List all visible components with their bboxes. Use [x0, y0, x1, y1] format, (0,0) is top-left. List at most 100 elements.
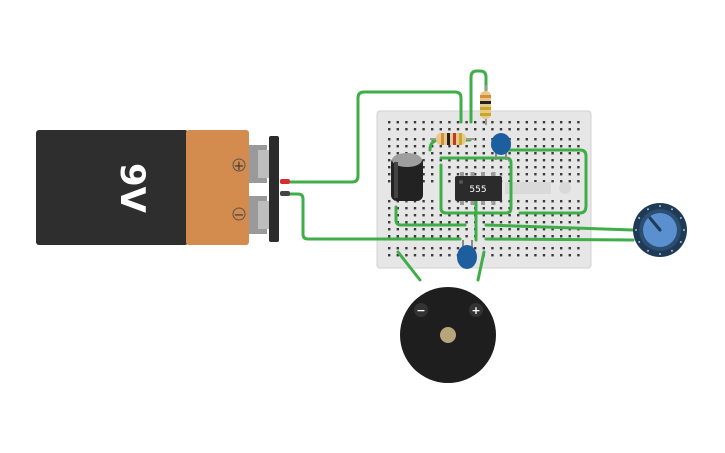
- electrolytic-capacitor[interactable]: [391, 153, 423, 201]
- breadboard-hole: [474, 145, 477, 148]
- wire-pot-bottom[interactable]: [484, 237, 635, 242]
- breadboard-hole: [542, 138, 546, 141]
- potentiometer-tick: [635, 229, 637, 231]
- breadboard-hole: [499, 228, 503, 231]
- potentiometer-tick: [679, 241, 682, 243]
- breadboard-hole: [551, 128, 554, 131]
- breadboard-hole: [577, 128, 580, 131]
- breadboard-hole: [542, 166, 546, 169]
- breadboard-hole: [448, 207, 451, 210]
- breadboard-hole: [422, 228, 425, 231]
- breadboard-hole: [396, 138, 399, 141]
- breadboard-hole: [499, 221, 503, 224]
- breadboard-hole: [577, 221, 580, 224]
- breadboard-hole: [508, 221, 511, 224]
- breadboard-hole: [422, 138, 425, 141]
- breadboard-hole: [413, 228, 417, 231]
- breadboard-hole: [456, 121, 460, 124]
- breadboard-hole: [517, 228, 520, 231]
- breadboard-hole: [542, 214, 546, 217]
- breadboard-hole: [577, 235, 580, 238]
- breadboard-hole: [491, 159, 494, 162]
- breadboard-hole: [465, 145, 468, 148]
- battery-clip[interactable]: [269, 136, 279, 242]
- wire-resistor-top-loop[interactable]: [469, 69, 488, 124]
- wire-ic-right-loop[interactable]: [498, 148, 588, 215]
- breadboard-hole: [525, 166, 528, 169]
- breadboard-hole: [517, 159, 520, 162]
- breadboard-hole: [568, 214, 571, 217]
- potentiometer-tick: [647, 208, 649, 211]
- wire-battery-positive[interactable]: [286, 90, 463, 184]
- breadboard-hole: [474, 166, 477, 169]
- breadboard-hole: [465, 173, 468, 176]
- breadboard-hole: [560, 247, 563, 250]
- resistor-horizontal[interactable]: [430, 133, 475, 145]
- wire-buzzer-minus[interactable]: [396, 250, 422, 282]
- wire-buzzer-plus[interactable]: [476, 250, 486, 282]
- battery-plus-label: +: [234, 159, 245, 174]
- breadboard-hole: [491, 207, 494, 210]
- breadboard-hole: [577, 180, 580, 183]
- breadboard-hole: [396, 145, 399, 148]
- breadboard-hole: [465, 214, 468, 217]
- breadboard-hole: [542, 121, 546, 124]
- breadboard-hole: [388, 254, 391, 257]
- breadboard-hole: [499, 159, 503, 162]
- breadboard-hole: [534, 145, 537, 148]
- breadboard-hole: [542, 159, 546, 162]
- ic-555[interactable]: 555: [455, 172, 502, 205]
- breadboard-hole: [525, 254, 528, 257]
- resistor-vertical[interactable]: [480, 85, 491, 125]
- ceramic-capacitor-bottom[interactable]: [457, 240, 477, 269]
- breadboard-hole: [465, 128, 468, 131]
- breadboard-hole: [499, 166, 503, 169]
- piezo-buzzer[interactable]: − +: [400, 287, 496, 383]
- wire-pot-top[interactable]: [484, 223, 635, 232]
- breadboard-hole: [422, 173, 425, 176]
- wire-battery-negative[interactable]: [286, 192, 462, 241]
- breadboard-hole: [465, 207, 468, 210]
- breadboard-hole: [551, 228, 554, 231]
- potentiometer[interactable]: [633, 203, 687, 257]
- breadboard-hole: [551, 166, 554, 169]
- breadboard-hole: [431, 214, 434, 217]
- breadboard-hole: [560, 121, 563, 124]
- breadboard-hole: [482, 207, 485, 210]
- breadboard-hole: [448, 128, 451, 131]
- breadboard-hole: [525, 228, 528, 231]
- breadboard-hole: [491, 228, 494, 231]
- breadboard-hole: [577, 121, 580, 124]
- ic-pins: [460, 172, 496, 205]
- breadboard-hole: [517, 166, 520, 169]
- breadboard-hole: [388, 152, 391, 155]
- breadboard-hole: [465, 121, 468, 124]
- breadboard-hole: [431, 180, 434, 183]
- breadboard-hole: [456, 235, 460, 238]
- potentiometer-tick: [638, 217, 641, 219]
- breadboard-hole: [456, 159, 460, 162]
- breadboard-hole: [431, 128, 434, 131]
- breadboard-hole: [568, 166, 571, 169]
- breadboard-hole: [388, 128, 391, 131]
- battery-9v[interactable]: 9V + −: [36, 130, 290, 245]
- breadboard-hole: [431, 166, 434, 169]
- ic-pin: [481, 172, 485, 176]
- ceramic-capacitor-top[interactable]: [491, 133, 511, 160]
- breadboard-hole: [551, 221, 554, 224]
- breadboard-hole: [525, 214, 528, 217]
- breadboard-hole: [396, 235, 399, 238]
- breadboard-hole: [388, 173, 391, 176]
- breadboard-hole: [396, 128, 399, 131]
- breadboard-hole: [439, 152, 442, 155]
- breadboard-hole: [448, 145, 451, 148]
- wire-ic-loop[interactable]: [439, 156, 513, 215]
- breadboard-hole: [551, 159, 554, 162]
- breadboard-hole: [534, 173, 537, 176]
- breadboard-hole: [413, 221, 417, 224]
- breadboard-hole: [534, 180, 537, 183]
- breadboard-hole: [542, 247, 546, 250]
- ic-pin: [470, 201, 475, 205]
- breadboard-hole: [551, 254, 554, 257]
- breadboard-hole: [439, 214, 442, 217]
